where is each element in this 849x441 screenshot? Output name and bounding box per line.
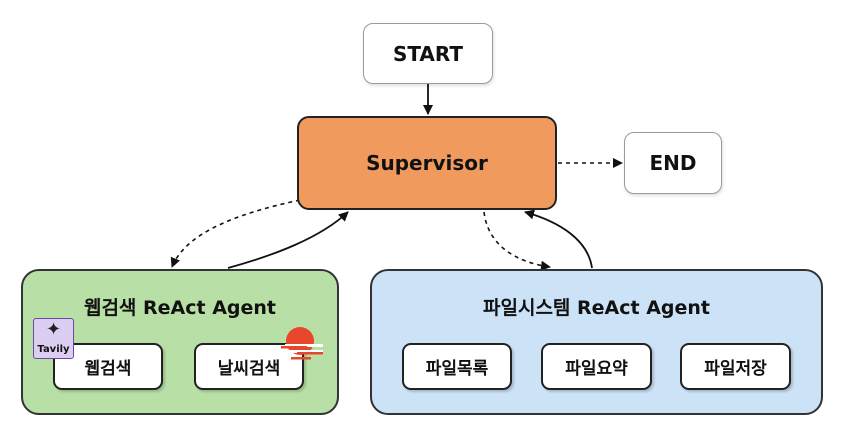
edge-supervisor-file [483, 211, 551, 271]
weather-search-tool: 날씨검색 [194, 343, 304, 390]
edge-supervisor-web [170, 199, 301, 268]
weather-sun-icon [281, 327, 323, 360]
file-system-agent-group: 파일시스템 ReAct Agent [370, 269, 823, 415]
file-save-tool: 파일저장 [680, 343, 791, 390]
edge-file-supervisor [524, 209, 593, 269]
web-search-agent-title: 웹검색 ReAct Agent [83, 297, 277, 319]
edge-web-supervisor [227, 211, 349, 269]
file-summary-tool: 파일요약 [541, 343, 652, 390]
supervisor-node: Supervisor [297, 116, 557, 210]
file-system-agent-title: 파일시스템 ReAct Agent [483, 297, 710, 319]
tavily-logo-icon: ✦ Tavily [33, 318, 74, 359]
sparkle-icon: ✦ [45, 319, 62, 340]
web-search-agent-group: 웹검색 ReAct Agent [21, 269, 339, 415]
tavily-label: Tavily [37, 344, 70, 355]
start-node: START [363, 23, 493, 84]
end-node: END [624, 132, 722, 194]
file-list-tool: 파일목록 [402, 343, 512, 390]
